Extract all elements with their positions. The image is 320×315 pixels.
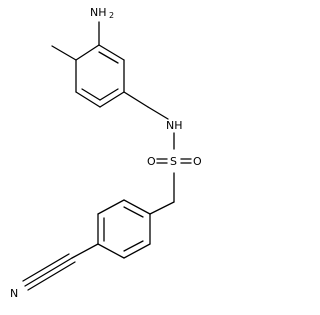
oxygen-left-label: O: [147, 155, 156, 168]
lower-ring: [97, 199, 151, 259]
bond: [22, 253, 70, 282]
nitrile-n-label: N: [10, 287, 18, 300]
oxygen-right-label: O: [193, 155, 202, 168]
bond: [75, 44, 100, 61]
amide-n-label: NH: [166, 119, 183, 132]
sulfur-label: S: [170, 155, 177, 168]
bond: [123, 199, 151, 215]
bond: [81, 88, 101, 101]
amino-n-label: NH: [90, 6, 107, 19]
bond: [123, 243, 151, 259]
structure-diagram: NH 2 NH S O O N: [10, 6, 202, 300]
bond: [98, 44, 125, 61]
bond: [123, 91, 149, 108]
bond: [123, 206, 144, 218]
bond: [149, 201, 175, 215]
bond: [27, 261, 76, 291]
bond: [147, 106, 169, 120]
bond: [123, 240, 144, 252]
bond: [97, 243, 125, 259]
bond: [51, 45, 77, 61]
bond: [71, 243, 99, 259]
bond: [99, 91, 125, 108]
bond: [99, 88, 119, 101]
bond: [24, 257, 73, 287]
upper-ring: [75, 44, 125, 108]
bond: [97, 199, 125, 215]
amino-subscript: 2: [109, 11, 114, 20]
bond: [98, 51, 119, 64]
bond: [75, 91, 101, 108]
